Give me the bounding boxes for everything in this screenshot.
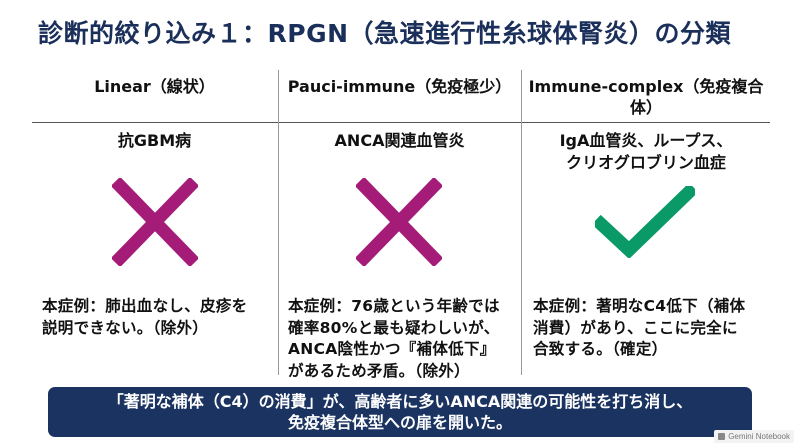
notebook-icon xyxy=(718,433,726,440)
disease-name-line: クリオグロブリン血症 xyxy=(566,153,726,172)
column-header-pauci-immune: Pauci-immune（免疫極少） xyxy=(287,77,512,96)
case-note-line: 説明できない。（除外） xyxy=(42,318,209,337)
cross-icon xyxy=(356,178,442,266)
disease-name-line: IgA血管炎、ループス、 xyxy=(559,131,733,150)
case-note-line: があるため矛盾。（除外） xyxy=(288,361,470,380)
case-note-linear: 本症例：肺出血なし、皮疹を 説明できない。（除外） xyxy=(42,296,274,339)
case-note-line: 本症例：著明なC4低下（補体 xyxy=(533,297,746,315)
column-header-line: Immune-complex（免疫複合 xyxy=(528,77,764,96)
case-note-line: ANCA陰性かつ『補体低下』 xyxy=(288,340,496,358)
case-note-line: 合致する。（確定） xyxy=(533,340,668,358)
conclusion-banner: 「著明な補体（C4）の消費」が、高齢者に多いANCA関連の可能性を打ち消し、 免… xyxy=(48,387,752,437)
page-title: 診断的絞り込み１：RPGN（急速進行性糸球体腎炎）の分類 xyxy=(38,19,732,48)
column-header-immune-complex: Immune-complex（免疫複合 体） xyxy=(522,70,770,122)
conclusion-line: 「著明な補体（C4）の消費」が、高齢者に多いANCA関連の可能性を打ち消し、 xyxy=(107,392,693,411)
column-header-linear: Linear（線状） xyxy=(94,77,215,96)
column-divider xyxy=(278,70,279,375)
column-header-line: 体） xyxy=(629,98,662,117)
case-note-pauci-immune: 本症例：76歳という年齢では 確率80%と最も疑わしいが、 ANCA陰性かつ『補… xyxy=(288,296,518,382)
case-note-line: 確率80%と最も疑わしいが、 xyxy=(288,318,500,337)
case-note-immune-complex: 本症例：著明なC4低下（補体 消費）があり、ここに完全に 合致する。（確定） xyxy=(533,296,768,361)
case-note-line: 本症例：76歳という年齢では xyxy=(288,297,500,315)
checkmark-icon xyxy=(595,186,695,258)
notebook-badge: Gemini Notebook xyxy=(714,430,794,443)
disease-name-anti-gbm: 抗GBM病 xyxy=(117,131,192,150)
conclusion-line: 免疫複合体型への扉を開いた。 xyxy=(287,413,512,432)
case-note-line: 消費）があり、ここに完全に xyxy=(533,318,738,337)
header-divider xyxy=(32,122,770,123)
notebook-badge-label: Gemini Notebook xyxy=(728,432,790,441)
disease-name-immune-complex: IgA血管炎、ループス、 クリオグロブリン血症 xyxy=(522,130,770,174)
cross-icon xyxy=(112,178,198,266)
case-note-line: 本症例：肺出血なし、皮疹を xyxy=(42,297,248,315)
column-divider xyxy=(521,70,522,375)
disease-name-anca: ANCA関連血管炎 xyxy=(334,131,465,150)
